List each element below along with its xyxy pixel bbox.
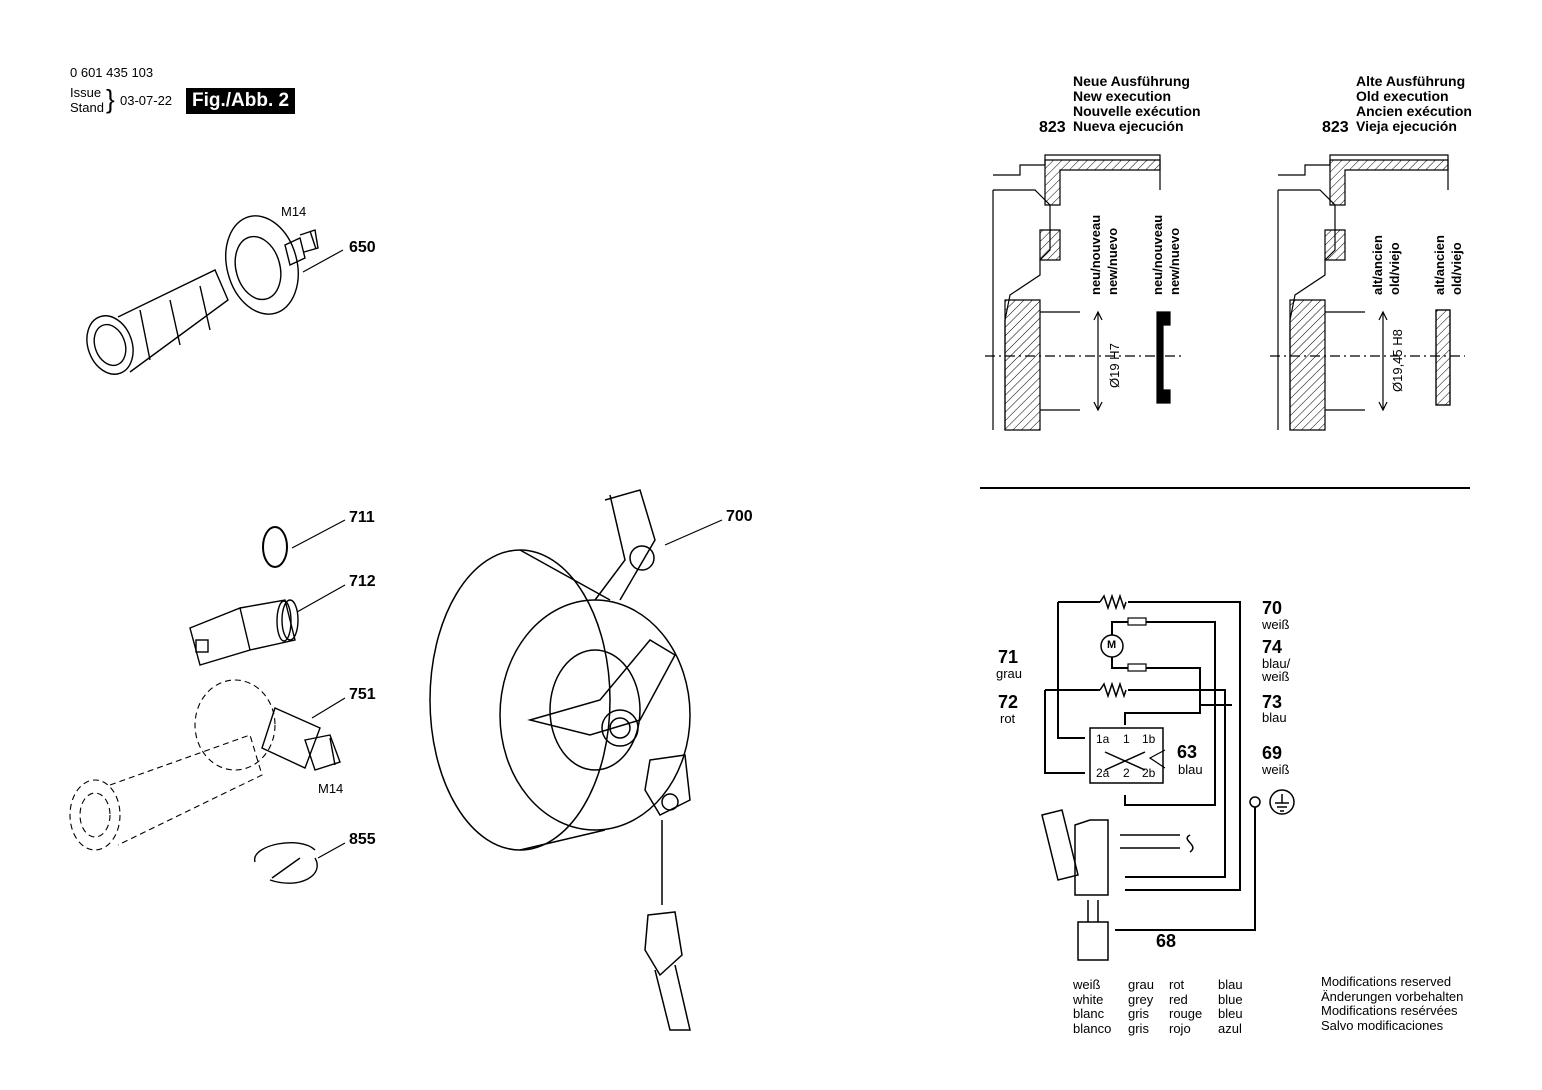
part-label-751: 751 [349,686,376,703]
wire-72-num: 72 [998,692,1019,712]
old-label-b2: old/viejo [1449,242,1464,295]
wire-63-num: 63 [1177,742,1198,762]
thread-label-751: M14 [318,781,344,796]
part-label-711: 711 [349,509,375,526]
terminal-1b: 1b [1142,732,1156,746]
figure-label: Fig./Abb. 2 [186,88,296,114]
new-diameter: Ø19 H7 [1107,343,1122,388]
wire-70-color: weiß [1262,617,1290,632]
wire-69-num: 69 [1262,743,1283,763]
old-label-a2: old/viejo [1387,242,1402,295]
part-label-650: 650 [349,239,376,256]
terminal-2b: 2b [1142,766,1156,780]
modifications-note: Modifications reserved Änderungen vorbeh… [1321,974,1464,1033]
issue-date: 03-07-22 [120,93,173,108]
wire-74-color-a: blau/ [1262,656,1291,671]
old-execution-ref: 823 [1322,119,1349,136]
wire-70-num: 70 [1262,598,1283,618]
o-ring-711 [262,526,288,568]
wire-72-color: rot [1000,711,1016,726]
leader-650 [302,249,344,273]
wire-63-color: blau [1178,762,1203,777]
wire-74-color-b: weiß [1262,669,1290,684]
terminal-2: 2 [1123,766,1130,780]
new-label-b2: new/nuevo [1167,227,1182,295]
handle-751 [69,679,276,851]
new-execution-ref: 823 [1039,119,1066,136]
brace-glyph: } [106,84,115,114]
wire-74-num: 74 [1262,637,1283,657]
motor-label: M [1107,639,1117,651]
old-execution-section [1270,154,1465,431]
old-label-a1: alt/ancien [1370,235,1385,295]
terminal-1a: 1a [1096,732,1110,746]
old-diameter: Ø19,45 H8 [1390,329,1405,392]
wire-69-color: weiß [1262,762,1290,777]
stand-label: Stand [70,100,104,115]
wire-73-color: blau [1262,710,1287,725]
adapter-712 [189,599,299,666]
wire-71-color: grau [996,666,1023,681]
new-label-a2: new/nuevo [1105,227,1120,295]
part-label-700: 700 [726,508,753,525]
part-label-712: 712 [349,573,376,590]
part-label-855: 855 [349,831,376,848]
issue-label: Issue [70,85,102,100]
wire-68-num: 68 [1156,931,1177,951]
side-handle-650 [86,215,319,375]
circlip-855 [254,842,318,884]
new-execution-heading: Neue Ausführung New execution Nouvelle e… [1073,73,1201,134]
wire-73-num: 73 [1262,692,1283,712]
new-label-a1: neu/nouveau [1088,214,1103,295]
new-label-b1: neu/nouveau [1150,214,1165,295]
leader-700 [664,519,723,546]
leader-711 [291,519,346,549]
wire-71-num: 71 [998,647,1019,667]
leader-712 [296,584,346,613]
terminal-1: 1 [1123,732,1130,746]
old-label-b1: alt/ancien [1432,235,1447,295]
spring-balancer-700 [429,489,691,1031]
old-execution-heading: Alte Ausführung Old execution Ancien exé… [1356,73,1472,134]
wiring-diagram [1041,593,1295,961]
new-execution-section [985,154,1185,431]
leader-855 [317,842,346,859]
thread-label-650: M14 [281,204,307,219]
part-number: 0 601 435 103 [70,65,154,80]
leader-751 [311,697,346,719]
terminal-2a: 2a [1096,766,1110,780]
